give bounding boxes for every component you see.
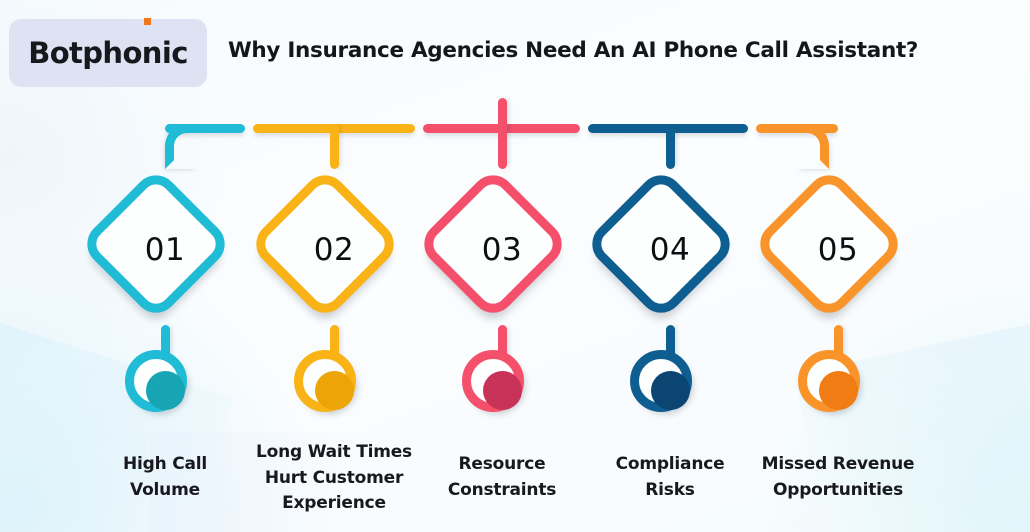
step-dot-core-02 xyxy=(314,370,354,410)
connector-stem-04 xyxy=(666,124,675,169)
connector-stem-03 xyxy=(498,124,507,169)
step-number-02: 02 xyxy=(313,232,355,268)
step-label-line: Risks xyxy=(645,479,695,500)
step-dot-core-05 xyxy=(818,370,858,410)
step-label-line: Compliance xyxy=(615,454,725,474)
step-label-line: Constraints xyxy=(447,479,557,500)
step-label-line: Hurt Customer xyxy=(264,467,404,488)
step-label-line: Missed Revenue xyxy=(761,454,915,474)
step-dot-core-03 xyxy=(482,370,522,410)
step-label-line: Resource xyxy=(458,454,546,474)
step-label-line: Experience xyxy=(282,493,386,513)
step-label-line: Opportunities xyxy=(772,479,903,500)
step-number-05: 05 xyxy=(817,232,859,268)
connector-elbow-05 xyxy=(795,124,829,169)
step-label-line: High Call xyxy=(122,454,208,474)
step-dot-core-01 xyxy=(145,370,185,410)
step-number-04: 04 xyxy=(649,232,691,268)
connector-bar-01 xyxy=(165,124,245,133)
step-dot-core-04 xyxy=(650,370,690,410)
brand-logo-text: Botphonic xyxy=(28,36,188,70)
page-title: Why Insurance Agencies Need An AI Phone … xyxy=(228,38,919,63)
step-number-03: 03 xyxy=(481,232,523,268)
connector-elbow-01 xyxy=(165,124,199,169)
brand-logo: Botphonic xyxy=(9,18,207,87)
logo-accent-dot-icon xyxy=(143,18,151,25)
step-number-01: 01 xyxy=(144,232,186,268)
connector-stem-02 xyxy=(330,124,339,169)
step-label-line: Long Wait Times xyxy=(256,442,412,462)
step-label-line: Volume xyxy=(130,479,200,500)
connector-riser-03 xyxy=(498,98,507,133)
